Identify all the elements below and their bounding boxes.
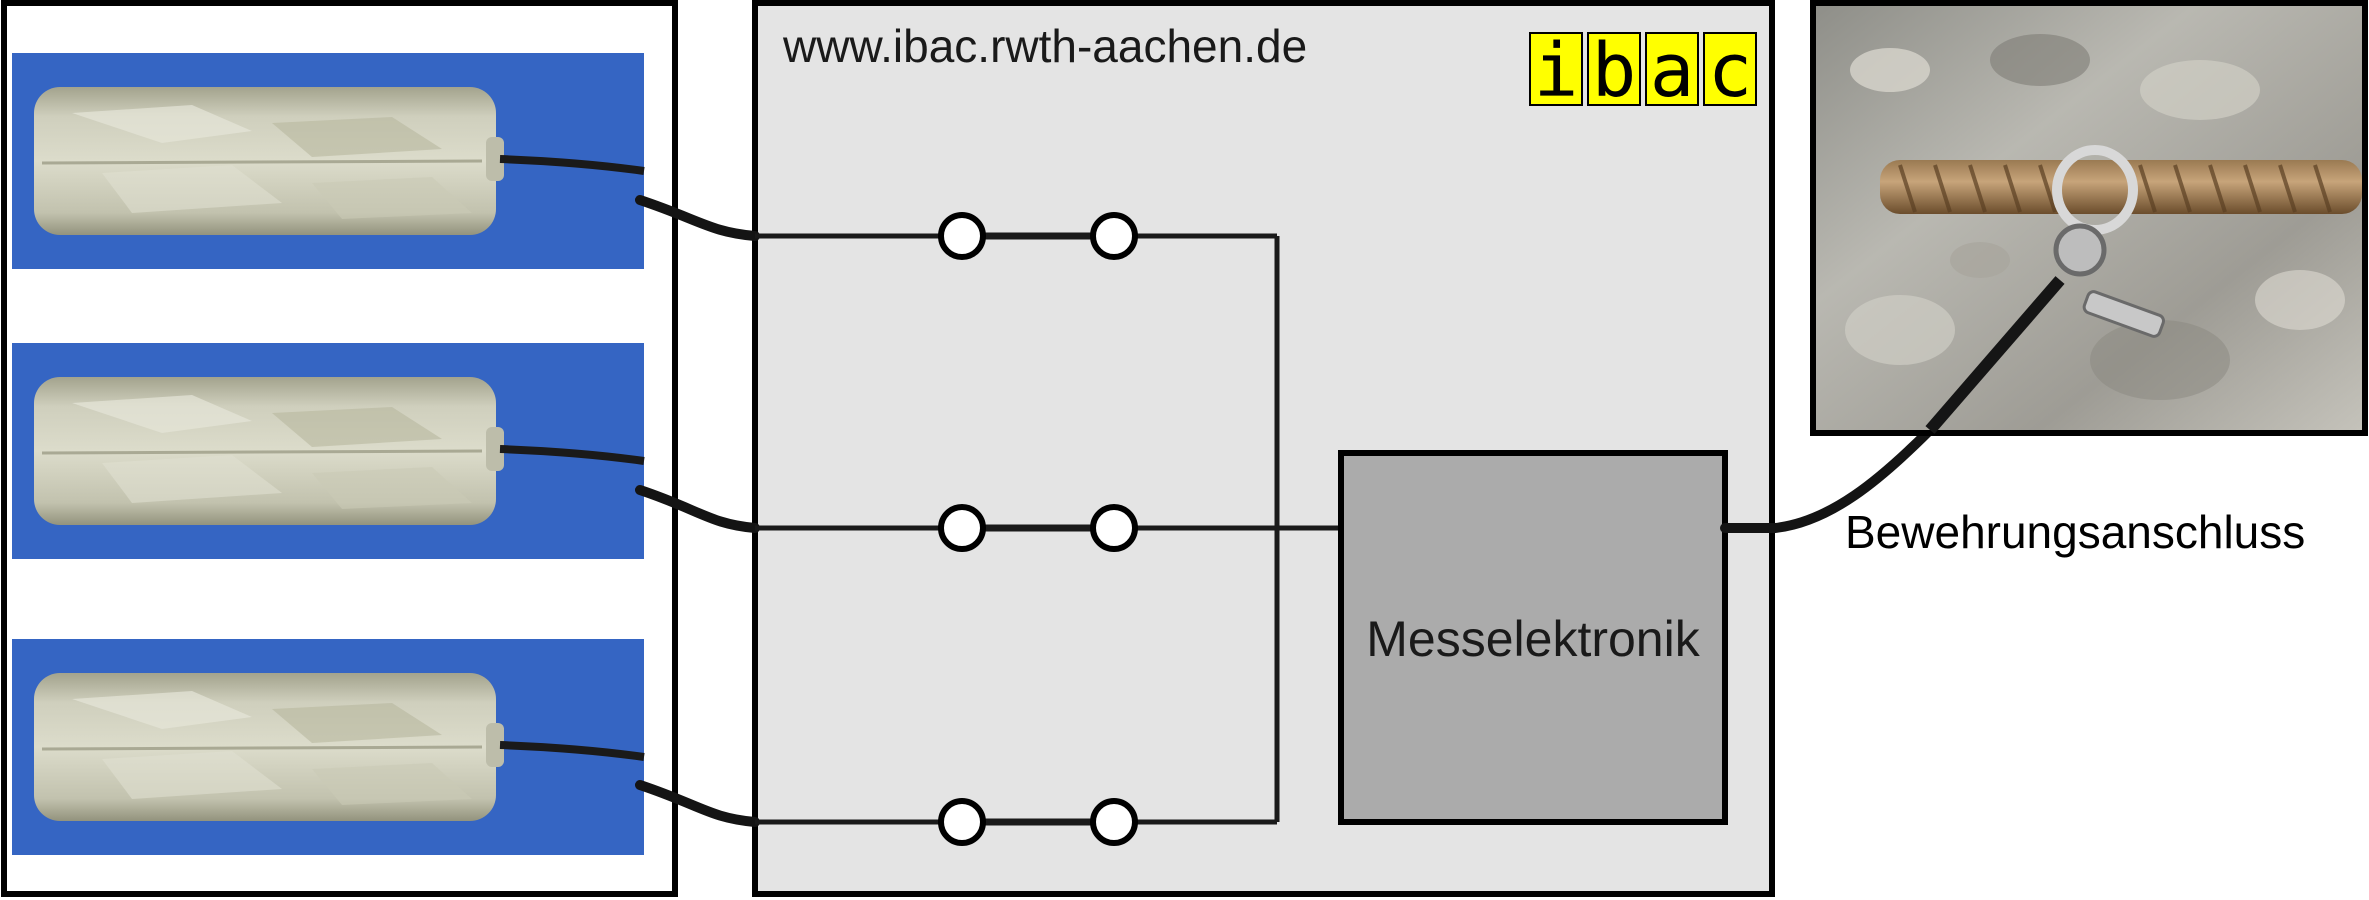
logo-tile-2 [1587, 32, 1641, 106]
terminal-3a [938, 798, 986, 846]
reinforcement-connection-label: Bewehrungsanschluss [1845, 506, 2305, 558]
terminal-1b [1090, 212, 1138, 260]
sensor-photo-frame [1, 0, 678, 897]
reinforcement-cable [1720, 425, 1935, 533]
terminal-2b [1090, 504, 1138, 552]
sensor-cable-3 [635, 780, 760, 827]
terminal-2a [938, 504, 986, 552]
measuring-unit-label: Messelektronik [1366, 611, 1700, 667]
logo-letter-i: i [1534, 28, 1579, 114]
terminal-1a [938, 212, 986, 260]
logo-tile-4 [1703, 32, 1757, 106]
logo-letter-c: c [1708, 28, 1753, 114]
reinforcement-photo [1810, 0, 2368, 436]
measuring-unit-box [1338, 450, 1728, 825]
logo-tile-1 [1529, 32, 1583, 106]
sensor-photo-3 [12, 639, 644, 855]
sensor-cable-1 [635, 195, 760, 241]
logo-letter-a: a [1650, 28, 1695, 114]
logo-letter-b: b [1592, 28, 1637, 114]
terminal-3b [1090, 798, 1138, 846]
logo-tile-3 [1645, 32, 1699, 106]
sensor-photo-2 [12, 343, 644, 559]
website-url: www.ibac.rwth-aachen.de [782, 20, 1307, 72]
ibac-logo: i b a c [1529, 28, 1757, 114]
sensor-cable-2 [635, 485, 760, 533]
sensor-photo-1 [12, 53, 644, 269]
